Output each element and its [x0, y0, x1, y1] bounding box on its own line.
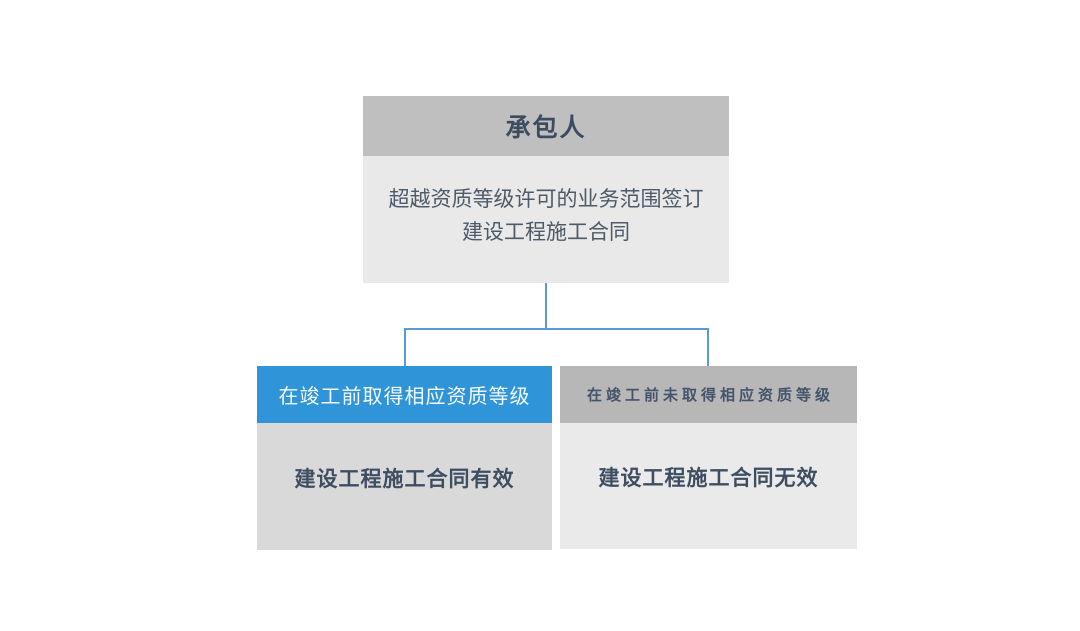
connector-stem-line: [545, 283, 547, 328]
branch-left-header-label: 在竣工前取得相应资质等级: [278, 386, 531, 408]
branch-right-body-label: 建设工程施工合同无效: [598, 467, 819, 490]
root-body-line-1: 超越资质等级许可的业务范围签订: [388, 188, 704, 211]
connector-horizontal-line: [404, 328, 709, 330]
branch-left-body-label: 建设工程施工合同有效: [294, 467, 515, 491]
branch-right-header: 在竣工前未取得相应资质等级: [560, 366, 857, 423]
root-node-body: 超越资质等级许可的业务范围签订 建设工程施工合同: [363, 156, 729, 283]
root-node: 承包人 超越资质等级许可的业务范围签订 建设工程施工合同: [363, 96, 729, 283]
connector-left-drop-line: [404, 328, 406, 366]
root-node-header: 承包人: [363, 96, 729, 156]
branch-node-left: 在竣工前取得相应资质等级 建设工程施工合同有效: [257, 366, 552, 550]
connector-right-drop-line: [707, 328, 709, 366]
branch-right-body: 建设工程施工合同无效: [560, 423, 857, 549]
branch-right-header-label: 在竣工前未取得相应资质等级: [586, 387, 834, 404]
root-body-line-2: 建设工程施工合同: [462, 221, 630, 244]
branch-node-right: 在竣工前未取得相应资质等级 建设工程施工合同无效: [560, 366, 857, 549]
branch-left-header: 在竣工前取得相应资质等级: [257, 366, 552, 423]
branch-left-body: 建设工程施工合同有效: [257, 423, 552, 550]
root-node-title: 承包人: [505, 114, 587, 142]
